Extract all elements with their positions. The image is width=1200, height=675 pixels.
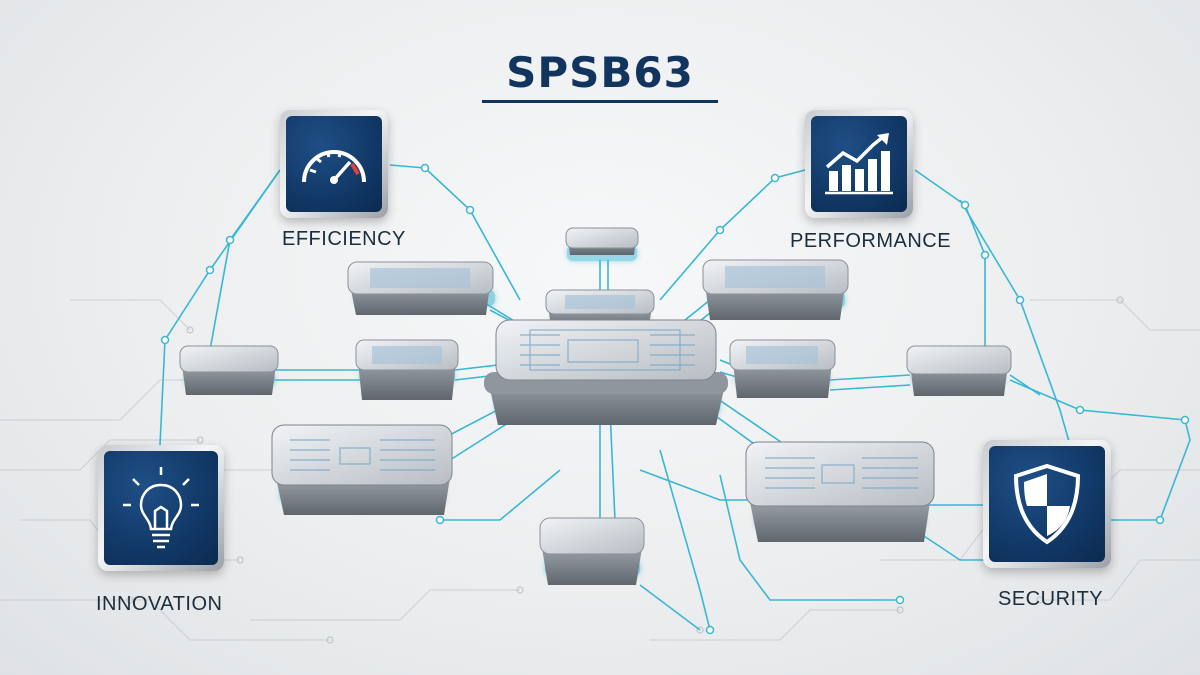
connection-nodes — [160, 163, 1190, 635]
security-label: SECURITY — [998, 588, 1104, 610]
chip-far-right — [906, 345, 1012, 396]
bar-chart-growth-icon — [825, 133, 893, 195]
chip-top-center — [565, 227, 639, 261]
chip-lower-left — [271, 424, 453, 515]
efficiency-label: EFFICIENCY — [282, 228, 406, 250]
innovation-tile — [98, 445, 224, 571]
performance-label: PERFORMANCE — [790, 230, 952, 252]
chip-central-processor — [484, 319, 728, 425]
chip-mid-right — [729, 339, 836, 398]
efficiency-tile — [280, 110, 388, 218]
innovation-label: INNOVATION — [96, 593, 223, 615]
speedometer-icon — [302, 150, 366, 184]
security-tile — [983, 440, 1111, 568]
page-title: SPSB63 — [506, 48, 694, 97]
chip-bottom-center — [539, 517, 645, 585]
title-underline — [482, 100, 718, 103]
performance-tile — [805, 110, 913, 218]
chip-upper-right — [702, 259, 849, 320]
chip-lower-right — [745, 441, 935, 542]
chip-mid-left — [355, 339, 459, 400]
chip-upper-left — [347, 261, 495, 315]
shield-icon — [1013, 463, 1081, 545]
lightbulb-icon — [123, 467, 199, 549]
chip-far-left — [179, 345, 279, 395]
